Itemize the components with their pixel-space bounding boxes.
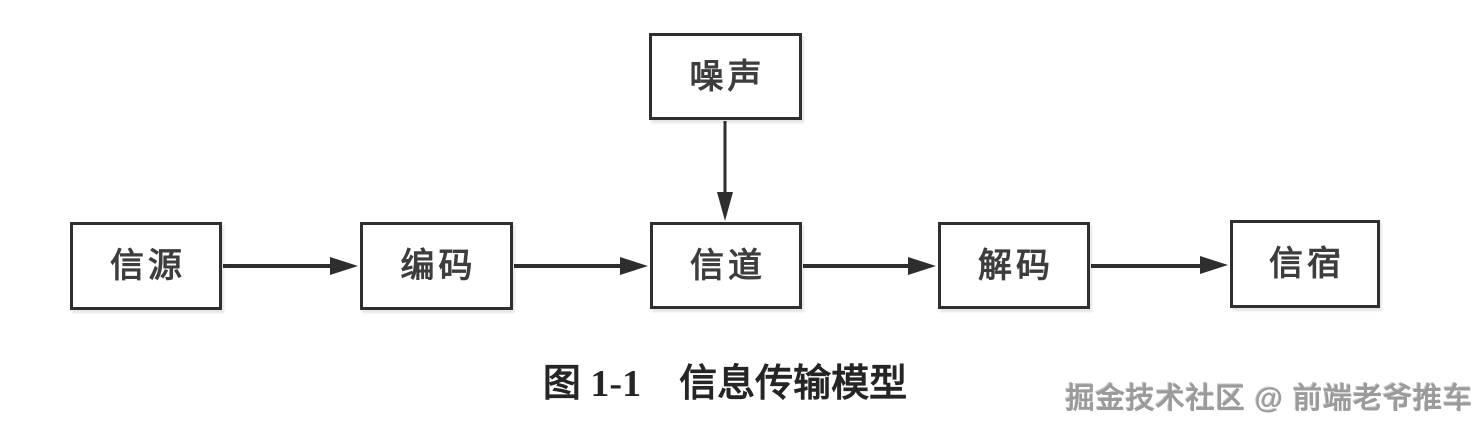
arrow-decoder-to-destination xyxy=(1091,256,1228,274)
node-source-label: 信源 xyxy=(110,247,186,285)
arrow-source-to-encoder xyxy=(223,257,358,275)
node-destination-label: 信宿 xyxy=(1269,245,1345,283)
node-destination: 信宿 xyxy=(1230,220,1380,308)
node-channel-label: 信道 xyxy=(690,246,766,285)
arrow-encoder-to-channel xyxy=(514,257,648,275)
watermark: 掘金技术社区 @ 前端老爷推车 xyxy=(1065,383,1473,415)
node-encoder: 编码 xyxy=(360,222,513,310)
node-decoder: 解码 xyxy=(938,222,1090,309)
node-source: 信源 xyxy=(70,222,222,310)
node-encoder-label: 编码 xyxy=(400,247,477,285)
node-noise: 噪声 xyxy=(649,33,802,120)
arrow-noise-to-channel xyxy=(717,121,733,221)
node-noise-label: 噪声 xyxy=(689,57,766,96)
arrow-channel-to-decoder xyxy=(803,257,936,275)
node-channel: 信道 xyxy=(650,222,802,309)
node-decoder-label: 解码 xyxy=(978,246,1054,285)
figure-caption: 图 1-1 信息传输模型 xyxy=(542,363,908,405)
